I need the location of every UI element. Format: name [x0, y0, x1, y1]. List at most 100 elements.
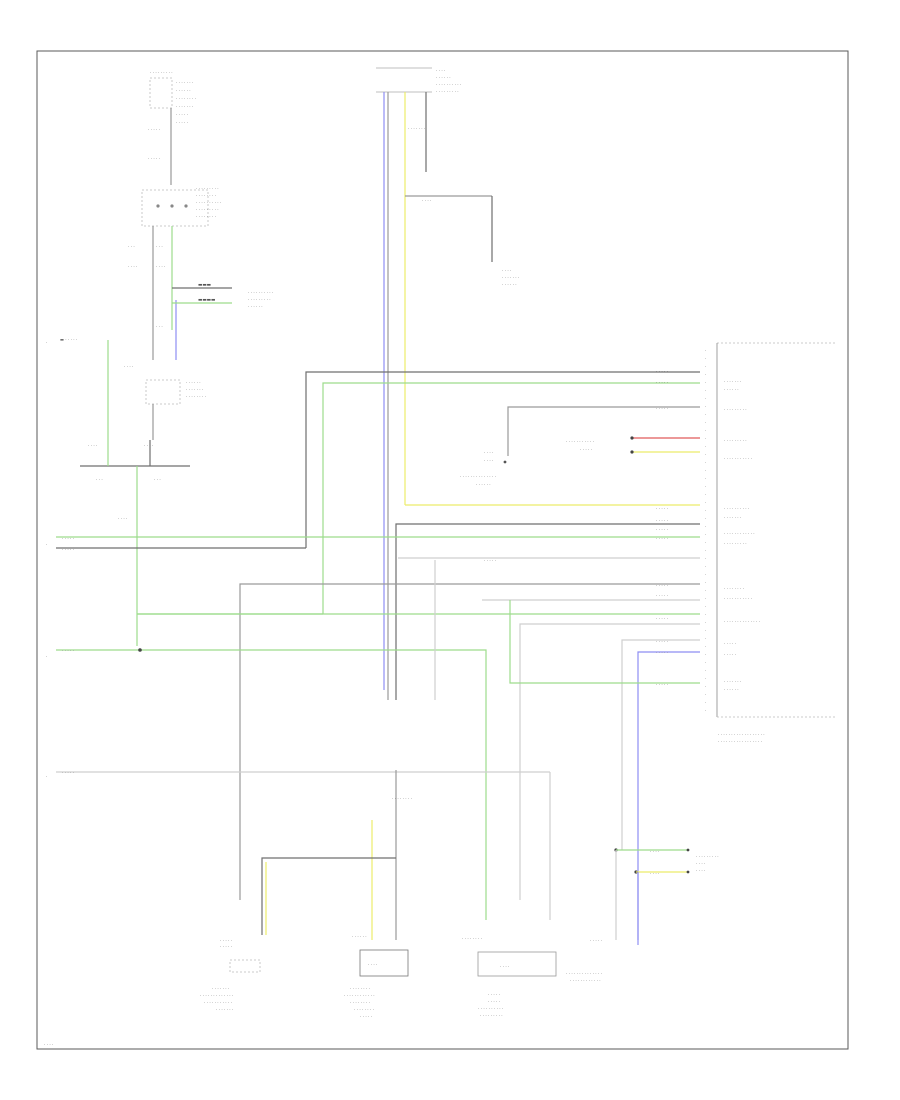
svg-text:· · · · ·: · · · · · — [656, 639, 668, 644]
svg-text:·: · — [705, 540, 706, 545]
svg-text:·: · — [705, 404, 706, 409]
svg-text:·: · — [705, 524, 706, 529]
svg-text:· · · · · · · · · ·: · · · · · · · · · · — [436, 82, 461, 87]
svg-text:·: · — [705, 380, 706, 385]
svg-text:· · · ·: · · · · — [436, 68, 445, 73]
svg-text:· · · · ·: · · · · · — [656, 650, 668, 655]
page-number: · · · · — [44, 1042, 53, 1047]
svg-text:· · · · · · ·: · · · · · · · — [408, 126, 425, 131]
vss: · · · · · · · · · · · · · · · · · · · · … — [376, 67, 461, 94]
svg-text:·: · — [705, 476, 706, 481]
svg-text:·: · — [705, 348, 706, 353]
svg-text:· · ·: · · · — [156, 244, 163, 249]
svg-text:· · · · · · · · ·: · · · · · · · · · — [724, 541, 747, 546]
turbine-speed-sensor: · · · · · · · · · · · · · · · · · · · · … — [200, 938, 261, 1012]
svg-text:·: · — [705, 676, 706, 681]
svg-text:·: · — [705, 516, 706, 521]
svg-text:·: · — [705, 660, 706, 665]
svg-text:· · · ·: · · · · — [118, 516, 127, 521]
svg-text:· · · · ·: · · · · · — [656, 406, 668, 411]
svg-text:· · · · · · · · ·: · · · · · · · · · — [196, 207, 219, 212]
svg-text:· · · · ·: · · · · · — [62, 536, 74, 541]
svg-text:·: · — [705, 668, 706, 673]
svg-text:· · · · · · ·: · · · · · · · — [724, 679, 741, 684]
svg-text:· · · · · · · ·: · · · · · · · · — [354, 1007, 374, 1012]
svg-text:·: · — [705, 532, 706, 537]
svg-text:·: · — [705, 364, 706, 369]
svg-text:· · · ·: · · · · — [650, 849, 659, 854]
shift-solenoids: · · · · · · · · · · · · · · · · · · · · … — [145, 379, 206, 405]
svg-text:· · · · · · ·: · · · · · · · — [216, 1007, 233, 1012]
svg-text:·: · — [705, 604, 706, 609]
svg-text:· · · · ·: · · · · · — [656, 593, 668, 598]
svg-text:· · · · · ·: · · · · · · — [176, 88, 191, 93]
svg-text:·: · — [705, 396, 706, 401]
svg-text:·: · — [705, 652, 706, 657]
svg-text:· · · · · · · · · · ·: · · · · · · · · · · · — [566, 439, 594, 444]
svg-text:·: · — [705, 428, 706, 433]
svg-text:· · · ·: · · · · — [422, 198, 431, 203]
svg-text:·: · — [46, 774, 47, 779]
svg-text:· · · ·: · · · · — [124, 364, 133, 369]
svg-text:· · · ·: · · · · — [144, 443, 153, 448]
svg-text:· · · · · · · · · · ·: · · · · · · · · · · · — [204, 1000, 232, 1005]
svg-text:· · · · · · · · ·: · · · · · · · · · — [436, 89, 459, 94]
svg-text:· · · ·: · · · · — [88, 443, 97, 448]
svg-text:·: · — [705, 500, 706, 505]
svg-text:· · · · ·: · · · · · — [62, 547, 74, 552]
svg-text:· · · · · ·: · · · · · · — [352, 934, 367, 939]
svg-text:· · · · · · · · · · · · · ·: · · · · · · · · · · · · · · — [566, 971, 602, 976]
svg-text:· · · · · · · · · ·: · · · · · · · · · · — [724, 506, 749, 511]
svg-text:· · · · · · · · · ·: · · · · · · · · · · — [478, 1006, 503, 1011]
svg-text:· · · · · · · ·: · · · · · · · · — [462, 936, 482, 941]
transmission-control-module: · · · · · · · · · · · · · · · · · · · · … — [460, 450, 507, 487]
ecm-connector: · · · · · · · · · · · · · · · · · · · · · · · · · · ·… — [705, 342, 835, 744]
svg-text:·: · — [705, 620, 706, 625]
svg-text:· · · · ·: · · · · · — [656, 616, 668, 621]
svg-text:·: · — [705, 460, 706, 465]
svg-text:· · · · ·: · · · · · — [62, 770, 74, 775]
svg-text:·: · — [705, 644, 706, 649]
svg-text:·: · — [705, 372, 706, 377]
svg-text:· · · · · · · · ·: · · · · · · · · · — [196, 186, 219, 191]
svg-text:·: · — [705, 572, 706, 577]
svg-text:· · · · · · ·: · · · · · · · — [176, 80, 193, 85]
svg-text:·: · — [705, 484, 706, 489]
svg-text:· · · · ·: · · · · · — [62, 648, 74, 653]
ignition-switch: · · · · · · · · · · · · · · · · · · · · … — [149, 70, 196, 125]
svg-text:· · · · · · ·: · · · · · · · — [176, 104, 193, 109]
svg-text:· · · · ·: · · · · · — [148, 127, 160, 132]
svg-text:· · · ·: · · · · — [484, 458, 493, 463]
svg-text:· · · · ·: · · · · · — [656, 536, 668, 541]
svg-text:· · · · · · · · · · · · ·: · · · · · · · · · · · · · — [200, 993, 233, 998]
svg-text:·: · — [705, 588, 706, 593]
svg-text:· · · · ·: · · · · · — [360, 1014, 372, 1019]
transmission-range-switch: · · · · · · · · · · · · · · · · · · · · … — [141, 186, 221, 227]
svg-text:· · · · ·: · · · · · — [484, 558, 496, 563]
svg-text:· · · · · · · · ·: · · · · · · · · · — [696, 854, 719, 859]
svg-text:·: · — [705, 356, 706, 361]
svg-text:· · · · · · · ·: · · · · · · · · — [350, 986, 370, 991]
svg-text:· · · ·: · · · · — [484, 450, 493, 455]
svg-text:· · · ·: · · · · — [500, 964, 509, 969]
svg-text:·: · — [705, 596, 706, 601]
svg-text:· · · · ·: · · · · · — [656, 518, 668, 523]
svg-text:· · · · · ·: · · · · · · — [436, 75, 451, 80]
svg-text:·: · — [705, 708, 706, 713]
svg-text:·: · — [46, 542, 47, 547]
svg-text:· · · · · · ·: · · · · · · · — [502, 275, 519, 280]
svg-text:· · · ·: · · · · — [696, 868, 705, 873]
svg-text:· · · · ·: · · · · · — [488, 992, 500, 997]
svg-text:· · · · · ·: · · · · · · — [502, 282, 517, 287]
svg-text:· · · · · · · · · · · · · · ·: · · · · · · · · · · · · · · · · · — [718, 739, 762, 744]
svg-text:· · · · · · ·: · · · · · · · — [724, 515, 741, 520]
svg-text:·: · — [46, 654, 47, 659]
svg-text:·: · — [705, 468, 706, 473]
svg-text:· · · ·: · · · · — [502, 268, 511, 273]
svg-text:· · ·: · · · — [96, 477, 103, 482]
svg-text:· · · · · ·: · · · · · · — [724, 387, 739, 392]
svg-text:· · · · ·: · · · · · — [220, 944, 232, 949]
svg-text:▬▬▬: ▬▬▬ — [198, 283, 211, 288]
shift-lock-solenoid: · · · · · · · · · · · · · · · · · · · · … — [566, 848, 719, 983]
svg-text:· · · · · · · · ·: · · · · · · · · · — [724, 438, 747, 443]
